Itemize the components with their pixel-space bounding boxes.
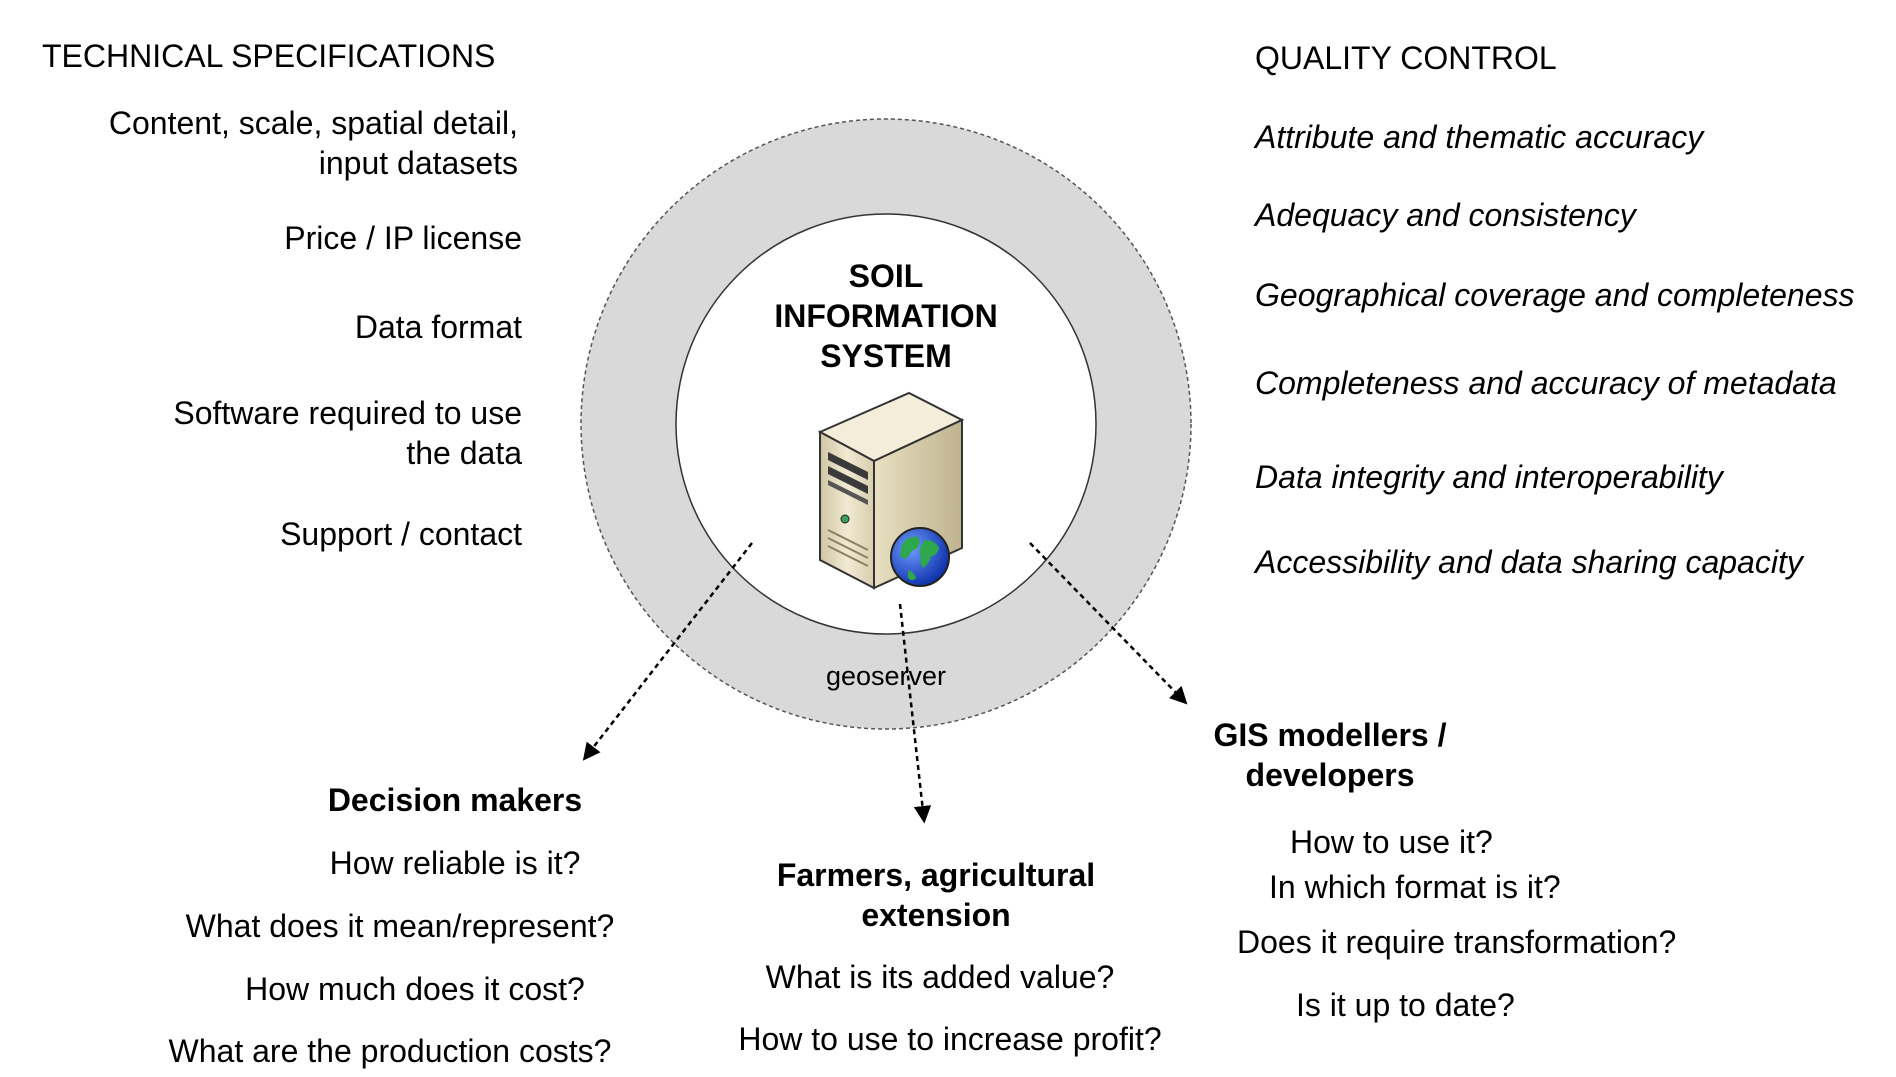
arrow-to-decision-makers (582, 542, 753, 761)
quality-item-integrity: Data integrity and interoperability (1255, 459, 1723, 495)
quality-item-attribute-accuracy: Attribute and thematic accuracy (1255, 119, 1704, 155)
technical-item-software: Software required to use the data (173, 395, 522, 471)
gis-question-how-to-use: How to use it? (1290, 824, 1493, 860)
decision-makers-title: Decision makers (327, 782, 583, 818)
technical-specifications-heading: TECHNICAL SPECIFICATIONS (42, 38, 496, 74)
quality-item-metadata: Completeness and accuracy of metadata (1255, 365, 1837, 401)
arrow-to-farmers (898, 603, 932, 824)
technical-item-support: Support / contact (280, 516, 522, 552)
quality-control-heading: QUALITY CONTROL (1255, 40, 1557, 76)
globe-icon (890, 527, 950, 587)
decision-question-meaning: What does it mean/represent? (185, 908, 615, 944)
technical-item-content: Content, scale, spatial detail, input da… (108, 105, 518, 181)
gis-modellers-title: GIS modellers / developers (1213, 717, 1447, 793)
quality-item-adequacy: Adequacy and consistency (1255, 197, 1636, 233)
geoserver-label: geoserver (825, 661, 947, 691)
farmers-question-added-value: What is its added value? (765, 959, 1115, 995)
quality-item-accessibility: Accessibility and data sharing capacity (1255, 544, 1803, 580)
arrow-to-gis-modellers (1029, 542, 1188, 705)
technical-item-format: Data format (354, 309, 522, 345)
farmers-extension-title: Farmers, agricultural extension (776, 857, 1096, 933)
decision-question-production-costs: What are the production costs? (168, 1033, 612, 1069)
gis-question-format: In which format is it? (1269, 869, 1561, 905)
gis-question-up-to-date: Is it up to date? (1296, 987, 1515, 1023)
decision-question-cost: How much does it cost? (245, 971, 585, 1007)
quality-item-coverage: Geographical coverage and completeness (1255, 277, 1855, 313)
soil-information-system-title: SOIL INFORMATION SYSTEM (774, 258, 998, 374)
decision-question-reliable: How reliable is it? (329, 845, 581, 881)
farmers-question-profit: How to use to increase profit? (738, 1021, 1162, 1057)
gis-question-transformation: Does it require transformation? (1237, 924, 1677, 960)
technical-item-price: Price / IP license (284, 220, 522, 256)
